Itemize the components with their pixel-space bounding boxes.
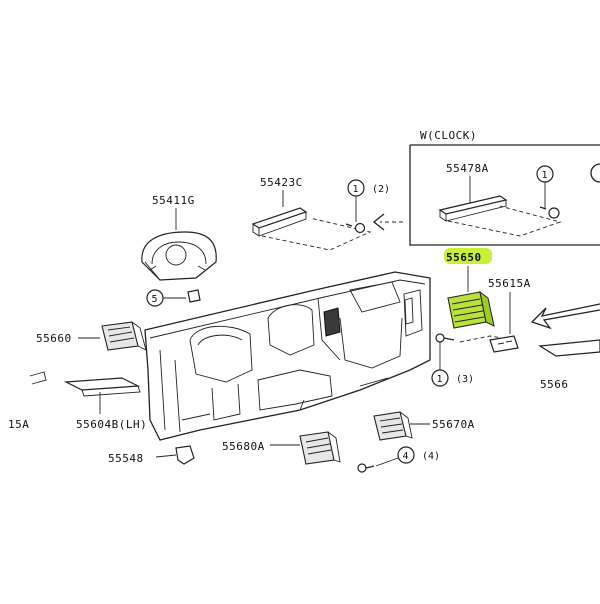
direction-arrow-left xyxy=(530,303,600,330)
callout-circle-4[interactable] xyxy=(397,446,415,464)
highlight-marker xyxy=(444,248,492,264)
part-label-55670A[interactable]: 55670A xyxy=(432,418,475,431)
part-label-15A[interactable]: 15A xyxy=(8,418,29,431)
cover-55548 xyxy=(175,445,195,465)
part-label-55650[interactable]: 55650 xyxy=(446,251,482,264)
cut-panel-right xyxy=(538,339,600,357)
screw-icon xyxy=(435,333,455,343)
screw-icon xyxy=(345,222,366,234)
callout-num-4: 4 xyxy=(403,451,409,462)
inset-clock-box: W(CLOCK) 55478A 1 xyxy=(409,129,600,246)
part-label-55548[interactable]: 55548 xyxy=(108,452,144,465)
part-label-55650-group: 55650 xyxy=(444,248,492,264)
leader-4 xyxy=(375,457,399,467)
panel-55604B xyxy=(63,377,141,397)
vent-register-55680A xyxy=(299,431,341,465)
leader-55548 xyxy=(155,454,177,458)
cut-piece-left xyxy=(29,371,47,385)
inset-title: W(CLOCK) xyxy=(420,129,477,142)
part-label-5566-cut[interactable]: 5566 xyxy=(540,378,569,391)
part-label-55411G[interactable]: 55411G xyxy=(152,194,195,207)
meter-hood-part xyxy=(141,231,217,281)
direction-arrow-left xyxy=(372,213,403,231)
part-label-55604B[interactable]: 55604B(LH) xyxy=(76,418,147,431)
part-label-55615A[interactable]: 55615A xyxy=(488,277,531,290)
callout-circle-1-right[interactable] xyxy=(431,369,449,387)
clock-bracket-part xyxy=(438,195,562,237)
vent-register-55660 xyxy=(101,321,147,351)
instrument-panel-main xyxy=(144,271,431,441)
part-label-55660[interactable]: 55660 xyxy=(36,332,72,345)
part-label-55478A[interactable]: 55478A xyxy=(446,162,489,175)
callout-circle-5[interactable] xyxy=(146,289,164,307)
callout-num-5: 5 xyxy=(152,294,158,305)
callout-qty-4: (4) xyxy=(422,451,440,462)
clip-icon xyxy=(187,289,201,303)
callout-num-inset: 1 xyxy=(542,170,548,181)
callout-num-1-right: 1 xyxy=(437,374,443,385)
bracket-55615A xyxy=(459,335,519,353)
callout-circle-cut xyxy=(590,163,600,183)
screw-icon xyxy=(357,463,375,473)
vent-register-55650 xyxy=(447,290,495,329)
bracket-55423C xyxy=(251,207,372,251)
callout-qty-1-right: (3) xyxy=(456,374,474,385)
callout-num-1-top: 1 xyxy=(353,184,359,195)
screw-icon xyxy=(539,206,560,219)
callout-qty-1-top: (2) xyxy=(372,184,390,195)
part-label-55680A[interactable]: 55680A xyxy=(222,440,265,453)
part-label-55423C[interactable]: 55423C xyxy=(260,176,303,189)
vent-register-55670A xyxy=(373,411,413,441)
